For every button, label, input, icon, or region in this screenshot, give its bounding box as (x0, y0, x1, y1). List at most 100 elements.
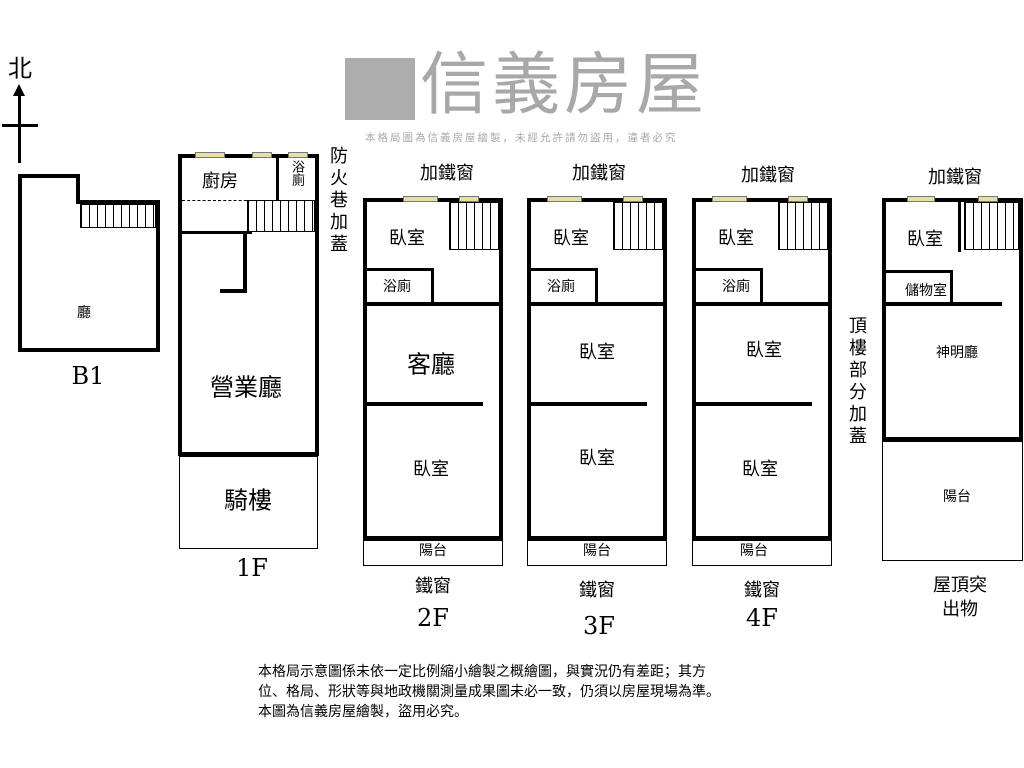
room-bath: 浴廁 (383, 279, 411, 295)
wall (276, 158, 279, 200)
wall (156, 200, 160, 352)
stairs (449, 202, 499, 250)
room-shrine: 神明廳 (936, 345, 978, 361)
window (288, 152, 308, 158)
room-balcony: 陽台 (419, 543, 447, 559)
roof-side-note: 頂樓部分加蓋 (849, 316, 867, 447)
window (459, 196, 479, 202)
wall (76, 174, 80, 204)
north-arrow-icon (13, 84, 25, 96)
wall (220, 289, 247, 293)
stairs (247, 200, 315, 232)
wall (18, 174, 80, 178)
floor-label: B1 (71, 362, 105, 390)
wall (692, 198, 832, 540)
window-note: 加鐵窗 (420, 163, 474, 184)
floor-label: 3F (583, 612, 615, 640)
stairs (80, 204, 156, 228)
room-arcade: 騎樓 (224, 486, 272, 515)
watermark-logo (345, 58, 415, 120)
room-bath: 浴廁 (289, 160, 304, 186)
window (978, 196, 998, 202)
wall (527, 198, 667, 540)
room-bedroom: 臥室 (907, 229, 943, 250)
wall (950, 270, 953, 304)
wall (431, 268, 434, 304)
wall (18, 348, 160, 352)
floor-label: 出物 (942, 599, 978, 620)
floor-label: 4F (746, 604, 778, 632)
window-note: 鐵窗 (744, 580, 780, 601)
wall (527, 268, 597, 271)
side-note: 防火巷加蓋 (330, 146, 348, 255)
room-bedroom: 臥室 (389, 228, 425, 249)
window (403, 196, 438, 202)
wall (527, 402, 647, 406)
wall (882, 441, 1023, 561)
watermark-brand: 信義房屋 (420, 46, 709, 125)
wall (958, 202, 961, 252)
room-bedroom: 臥室 (579, 342, 615, 363)
wall (527, 540, 667, 566)
room-balcony: 陽台 (943, 489, 971, 505)
stairs (613, 202, 663, 250)
room-kitchen: 廚房 (202, 171, 238, 192)
room-hall: 廳 (77, 305, 91, 321)
room-bedroom: 臥室 (413, 459, 449, 480)
room-bedroom: 臥室 (746, 340, 782, 361)
window-note: 鐵窗 (415, 576, 451, 597)
room-living: 客廳 (407, 350, 455, 379)
wall (692, 540, 832, 566)
room-bath: 浴廁 (547, 279, 575, 295)
window (623, 196, 643, 202)
window-note: 加鐵窗 (741, 165, 795, 186)
wall (178, 154, 319, 456)
window-note: 加鐵窗 (928, 167, 982, 188)
window (712, 196, 747, 202)
floor-label: 2F (417, 604, 449, 632)
wall (18, 174, 22, 352)
wall (182, 231, 252, 234)
wall (692, 302, 832, 306)
wall (760, 268, 763, 304)
window-note: 加鐵窗 (572, 163, 626, 184)
window (547, 196, 582, 202)
room-balcony: 陽台 (583, 543, 611, 559)
window (195, 152, 225, 158)
wall (363, 302, 503, 306)
window (252, 152, 272, 158)
wall (595, 268, 598, 304)
floor-label: 1F (236, 554, 268, 582)
compass-cross (2, 124, 38, 127)
room-bedroom: 臥室 (742, 459, 778, 480)
disclaimer-line: 本圖為信義房屋繪製，盜用必究。 (258, 704, 468, 720)
wall (882, 302, 1002, 306)
wall (76, 200, 160, 204)
disclaimer: 本格局示意圖係未依一定比例縮小繪製之概繪圖，與實況仍有差距；其方 位、格局、形狀… (258, 662, 798, 722)
wall (363, 402, 483, 406)
wall (243, 231, 247, 293)
room-business-hall: 營業廳 (210, 373, 282, 402)
disclaimer-line: 位、格局、形狀等與地政機關測量成果圖未必一致，仍須以房屋現場為準。 (258, 684, 720, 700)
room-bath: 浴廁 (722, 279, 750, 295)
wall (363, 540, 503, 566)
room-bedroom: 臥室 (718, 228, 754, 249)
wall (882, 198, 1023, 441)
window-note: 鐵窗 (579, 580, 615, 601)
north-label: 北 (8, 54, 32, 83)
stairs (778, 202, 828, 250)
room-storage: 儲物室 (905, 283, 947, 299)
room-bedroom: 臥室 (579, 448, 615, 469)
wall (179, 456, 318, 549)
room-bedroom: 臥室 (553, 228, 589, 249)
disclaimer-line: 本格局示意圖係未依一定比例縮小繪製之概繪圖，與實況仍有差距；其方 (258, 664, 706, 680)
window (907, 196, 935, 202)
room-balcony: 陽台 (740, 543, 768, 559)
wall (363, 268, 433, 271)
wall (692, 268, 762, 271)
wall (527, 302, 667, 306)
floor-label: 屋頂突 (933, 575, 987, 596)
wall (182, 200, 252, 201)
wall (882, 270, 952, 273)
wall (692, 402, 812, 406)
